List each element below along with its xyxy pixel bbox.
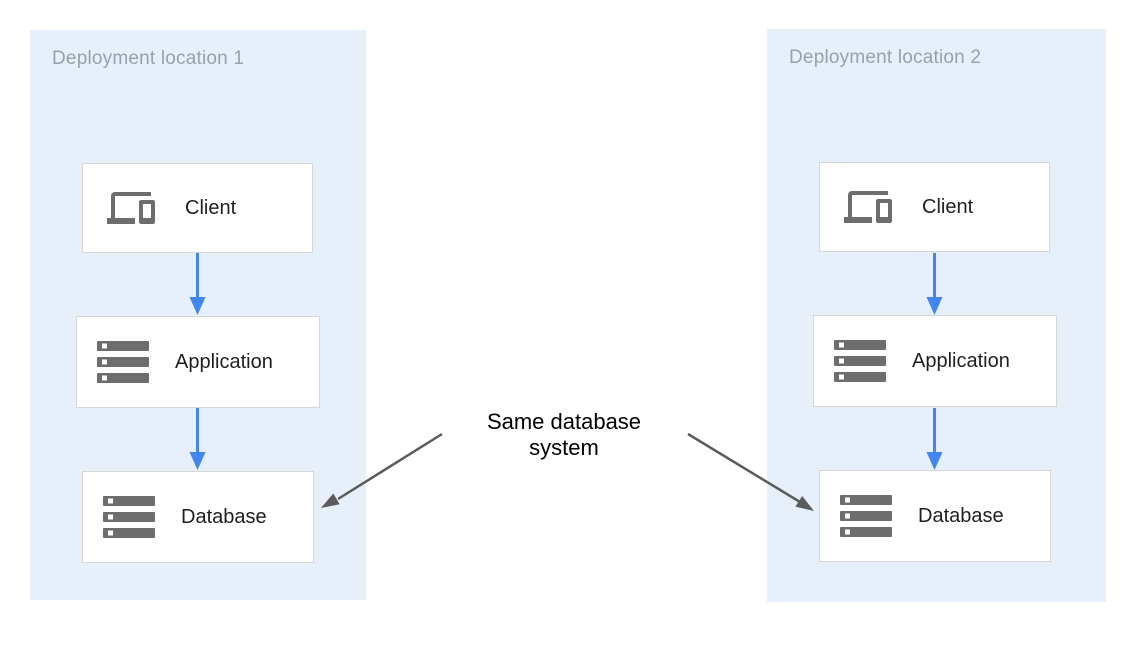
deployment-location-2-panel: Deployment location 2 Client	[767, 29, 1106, 602]
database-node: Database	[819, 470, 1051, 562]
server-icon	[840, 495, 892, 537]
deployment-location-1-panel: Deployment location 1 Client	[30, 30, 366, 600]
client-node: Client	[819, 162, 1050, 252]
server-icon	[834, 340, 886, 382]
database-node: Database	[82, 471, 314, 563]
server-icon	[103, 496, 155, 538]
node-label: Application	[175, 350, 273, 373]
application-node: Application	[813, 315, 1057, 407]
node-label: Database	[918, 504, 1004, 527]
node-label: Application	[912, 349, 1010, 372]
node-label: Client	[922, 195, 974, 218]
panel-title: Deployment location 2	[789, 47, 982, 68]
client-node: Client	[82, 163, 313, 253]
application-node: Application	[76, 316, 320, 408]
server-icon	[97, 341, 149, 383]
same-database-system-label: Same database system	[486, 409, 642, 460]
node-label: Client	[185, 196, 237, 219]
devices-icon	[840, 183, 896, 231]
node-label: Database	[181, 505, 267, 528]
devices-icon	[103, 184, 159, 232]
panel-title: Deployment location 1	[52, 48, 245, 69]
